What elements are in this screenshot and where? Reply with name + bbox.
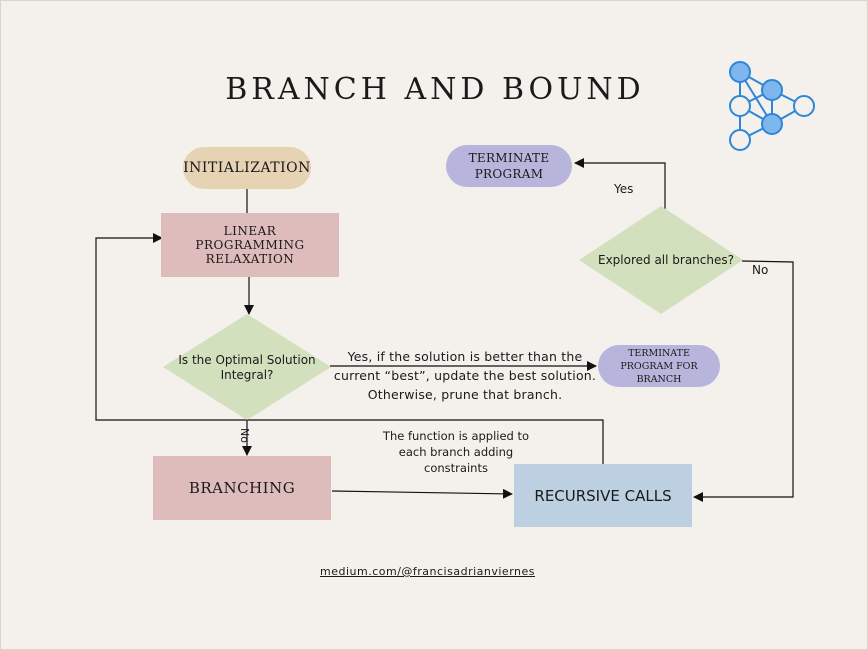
edge-recursive-lp-loop (95, 233, 604, 464)
edge-label-no-explored: No (752, 263, 769, 277)
diagram-title: BRANCH AND BOUND (225, 72, 645, 107)
edge-label-no-branch: No (238, 428, 251, 443)
node-branching-label: BRANCHING (188, 479, 296, 497)
node-terminate-branch: TERMINATE PROGRAM FOR BRANCH (598, 345, 720, 387)
node-recursive-calls-label: RECURSIVE CALLS (534, 486, 672, 505)
node-decision-explored (579, 206, 743, 314)
edge-explored-recursive (693, 260, 794, 502)
node-terminate-program-label: TERMINATE PROGRAM (468, 151, 550, 181)
node-initialization: INITIALIZATION (183, 147, 311, 189)
node-initialization-label: INITIALIZATION (183, 160, 311, 176)
node-terminate-program: TERMINATE PROGRAM (446, 145, 572, 187)
node-decision-optimal (163, 314, 331, 420)
node-lp-relaxation-label: LINEAR PROGRAMMING RELAXATION (195, 224, 305, 266)
footer-link[interactable]: medium.com/@francisadrianviernes (320, 565, 535, 578)
node-lp-relaxation: LINEAR PROGRAMMING RELAXATION (161, 213, 339, 277)
node-terminate-branch-label: TERMINATE PROGRAM FOR BRANCH (620, 347, 698, 385)
node-branching: BRANCHING (153, 456, 331, 520)
node-decision-optimal-label: Is the Optimal Solution Integral? (178, 353, 316, 382)
node-recursive-calls: RECURSIVE CALLS (514, 464, 692, 527)
edge-branching-recursive (331, 488, 513, 499)
edge-label-yes-solution: Yes, if the solution is better than the … (333, 349, 597, 402)
node-decision-explored-label: Explored all branches? (597, 253, 734, 267)
edge-label-function-applied: The function is applied to each branch a… (382, 429, 530, 475)
edge-explored-terminate (574, 158, 666, 210)
logo-icon (729, 61, 815, 151)
edge-label-yes-explored: Yes (614, 182, 634, 196)
